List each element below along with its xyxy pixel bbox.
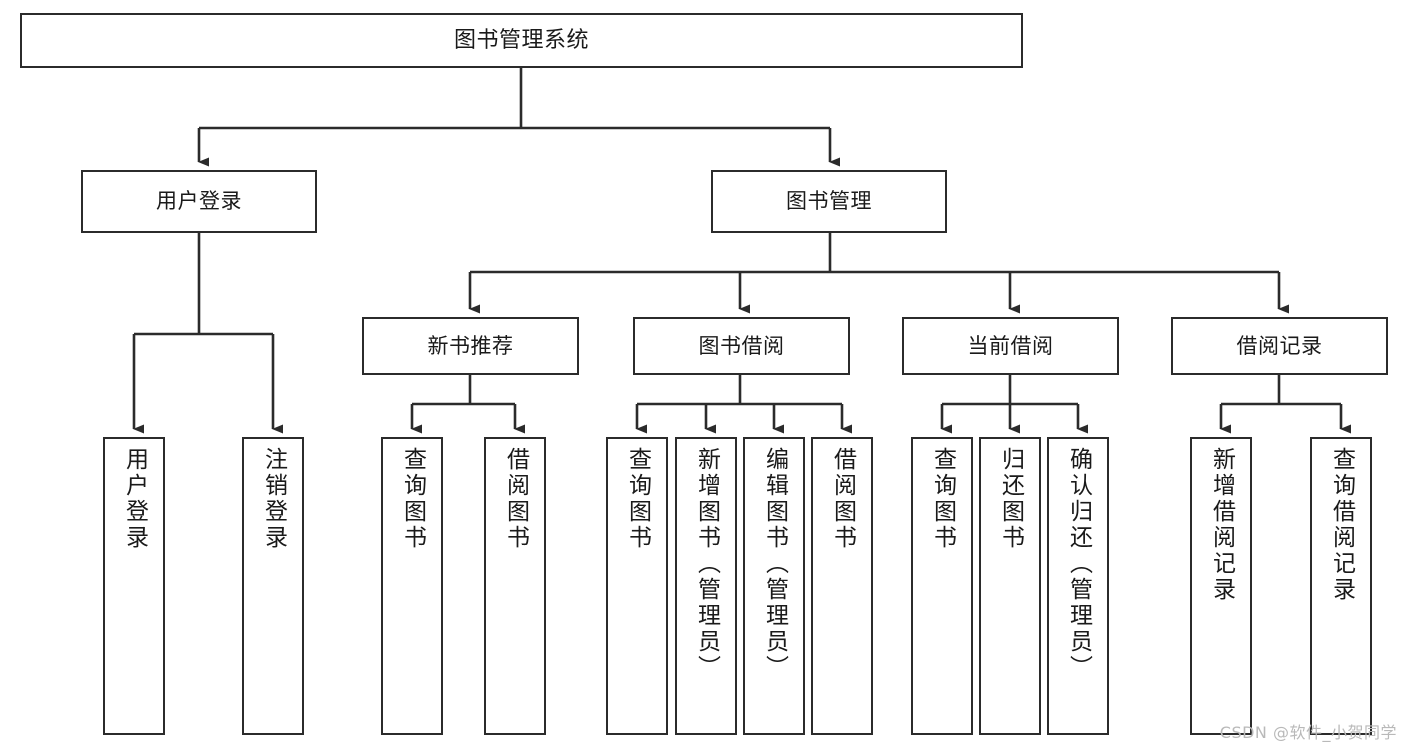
leaf-query-book-borrowing[interactable]: 查询图书	[606, 437, 668, 735]
leaf-query-borrow-record[interactable]: 查询借阅记录	[1310, 437, 1372, 735]
leaf-query-book-recommendation[interactable]: 查询图书	[381, 437, 443, 735]
node-current-borrowing[interactable]: 当前借阅	[902, 317, 1119, 375]
node-label: 新书推荐	[427, 333, 514, 358]
leaf-confirm-return-admin[interactable]: 确认归还（管理员）	[1047, 437, 1109, 735]
leaf-borrow-book-recommendation[interactable]: 借阅图书	[484, 437, 546, 735]
node-borrowing-record[interactable]: 借阅记录	[1171, 317, 1388, 375]
leaf-label: 新增借阅记录	[1208, 447, 1235, 603]
leaf-label: 确认归还（管理员）	[1065, 447, 1092, 681]
node-label: 当前借阅	[967, 333, 1054, 358]
node-label: 借阅记录	[1236, 333, 1323, 358]
node-book-management[interactable]: 图书管理	[711, 170, 947, 233]
leaf-label: 用户登录	[121, 447, 148, 551]
leaf-label: 编辑图书（管理员）	[761, 447, 788, 681]
leaf-label: 新增图书（管理员）	[693, 447, 720, 681]
node-user-login[interactable]: 用户登录	[81, 170, 317, 233]
watermark-text: CSDN @软件_小贺同学	[1219, 723, 1397, 742]
node-new-book-recommendation[interactable]: 新书推荐	[362, 317, 579, 375]
leaf-label: 查询图书	[624, 447, 651, 551]
node-root-book-management-system[interactable]: 图书管理系统	[20, 13, 1023, 68]
leaf-return-book[interactable]: 归还图书	[979, 437, 1041, 735]
node-label: 图书管理	[786, 189, 872, 214]
leaf-label: 查询借阅记录	[1328, 447, 1355, 603]
leaf-label: 查询图书	[399, 447, 426, 551]
leaf-label: 归还图书	[997, 447, 1024, 551]
node-label: 图书管理系统	[453, 27, 589, 53]
leaf-label: 查询图书	[929, 447, 956, 551]
leaf-edit-book-admin[interactable]: 编辑图书（管理员）	[743, 437, 805, 735]
leaf-logout[interactable]: 注销登录	[242, 437, 304, 735]
leaf-label: 注销登录	[260, 447, 287, 551]
leaf-user-login[interactable]: 用户登录	[103, 437, 165, 735]
leaf-label: 借阅图书	[829, 447, 856, 551]
node-label: 图书借阅	[698, 333, 785, 358]
leaf-query-book-current[interactable]: 查询图书	[911, 437, 973, 735]
leaf-add-book-admin[interactable]: 新增图书（管理员）	[675, 437, 737, 735]
leaf-label: 借阅图书	[502, 447, 529, 551]
leaf-borrow-book[interactable]: 借阅图书	[811, 437, 873, 735]
node-book-borrowing[interactable]: 图书借阅	[633, 317, 850, 375]
leaf-add-borrow-record[interactable]: 新增借阅记录	[1190, 437, 1252, 735]
node-label: 用户登录	[156, 189, 242, 214]
